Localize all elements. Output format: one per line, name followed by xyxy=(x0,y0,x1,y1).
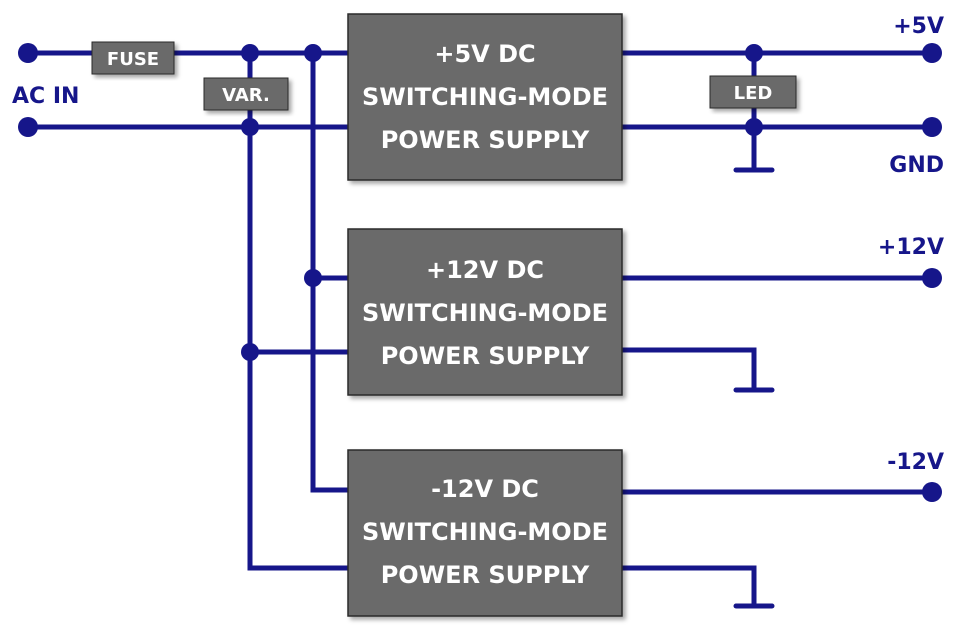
supply-12v-line3: POWER SUPPLY xyxy=(381,342,590,370)
out-5v-terminal xyxy=(922,43,942,63)
junction-dot xyxy=(304,269,322,287)
supply-m12v-line1: -12V DC xyxy=(431,475,539,503)
supply-5v-line3: POWER SUPPLY xyxy=(381,126,590,154)
supply-m12v-line2: SWITCHING-MODE xyxy=(362,518,608,546)
led-component: LED xyxy=(709,75,797,109)
out-5v-label: +5V xyxy=(893,14,944,39)
out-12v-label: +12V xyxy=(878,235,944,260)
supply-5v-block: +5V DC SWITCHING-MODE POWER SUPPLY xyxy=(347,13,623,181)
varistor-label: VAR. xyxy=(222,85,270,106)
out-gnd-label: GND xyxy=(889,153,944,178)
gnd-stub-12v-wire xyxy=(617,347,757,393)
supply-12v-line2: SWITCHING-MODE xyxy=(362,299,608,327)
wiring xyxy=(25,50,935,609)
junction-dot xyxy=(241,343,259,361)
supply-5v-line2: SWITCHING-MODE xyxy=(362,83,608,111)
ac-line-terminal xyxy=(18,43,38,63)
out-m12v-label: -12V xyxy=(887,450,944,475)
supply-m12v-line3: POWER SUPPLY xyxy=(381,561,590,589)
varistor-component: VAR. xyxy=(203,77,289,111)
gnd-stub-m12v-wire xyxy=(617,565,757,609)
neutral-bus-wire xyxy=(247,124,353,571)
supply-12v-line1: +12V DC xyxy=(426,256,544,284)
out-m12v-terminal xyxy=(922,482,942,502)
out-gnd-terminal xyxy=(922,117,942,137)
line-bus-wire xyxy=(310,50,353,493)
supply-m12v-block: -12V DC SWITCHING-MODE POWER SUPPLY xyxy=(347,449,623,617)
ac-neutral-terminal xyxy=(18,117,38,137)
fuse-label: FUSE xyxy=(107,49,159,70)
junction-dot xyxy=(745,44,763,62)
junction-dot xyxy=(304,44,322,62)
fuse-component: FUSE xyxy=(91,41,175,75)
supply-5v-line1: +5V DC xyxy=(434,40,535,68)
out-12v-terminal xyxy=(922,268,942,288)
led-label: LED xyxy=(734,83,773,104)
junction-dot xyxy=(745,118,763,136)
junctions xyxy=(241,44,763,361)
supply-12v-block: +12V DC SWITCHING-MODE POWER SUPPLY xyxy=(347,228,623,396)
junction-dot xyxy=(241,118,259,136)
terminals xyxy=(18,43,942,502)
ac-in-label: AC IN xyxy=(12,84,79,109)
junction-dot xyxy=(241,44,259,62)
